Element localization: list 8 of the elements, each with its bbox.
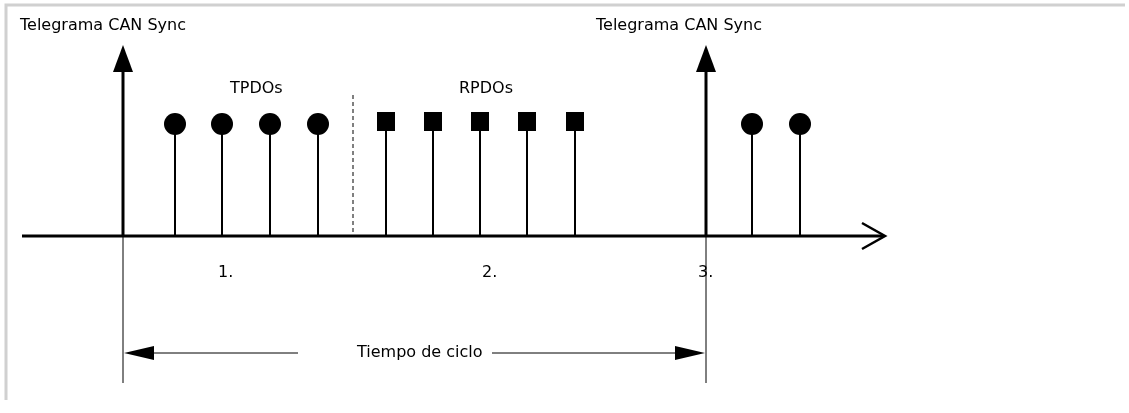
sync-telegram-label: Telegrama CAN Sync <box>596 15 762 35</box>
sync-telegram-label: Telegrama CAN Sync <box>20 15 186 35</box>
phase-number: 1. <box>218 262 234 282</box>
cycle-time-label: Tiempo de ciclo <box>357 342 483 362</box>
phase-number: 2. <box>482 262 498 282</box>
tpdo-label: TPDOs <box>230 78 283 98</box>
phase-number: 3. <box>698 262 714 282</box>
rpdo-label: RPDOs <box>459 78 513 98</box>
